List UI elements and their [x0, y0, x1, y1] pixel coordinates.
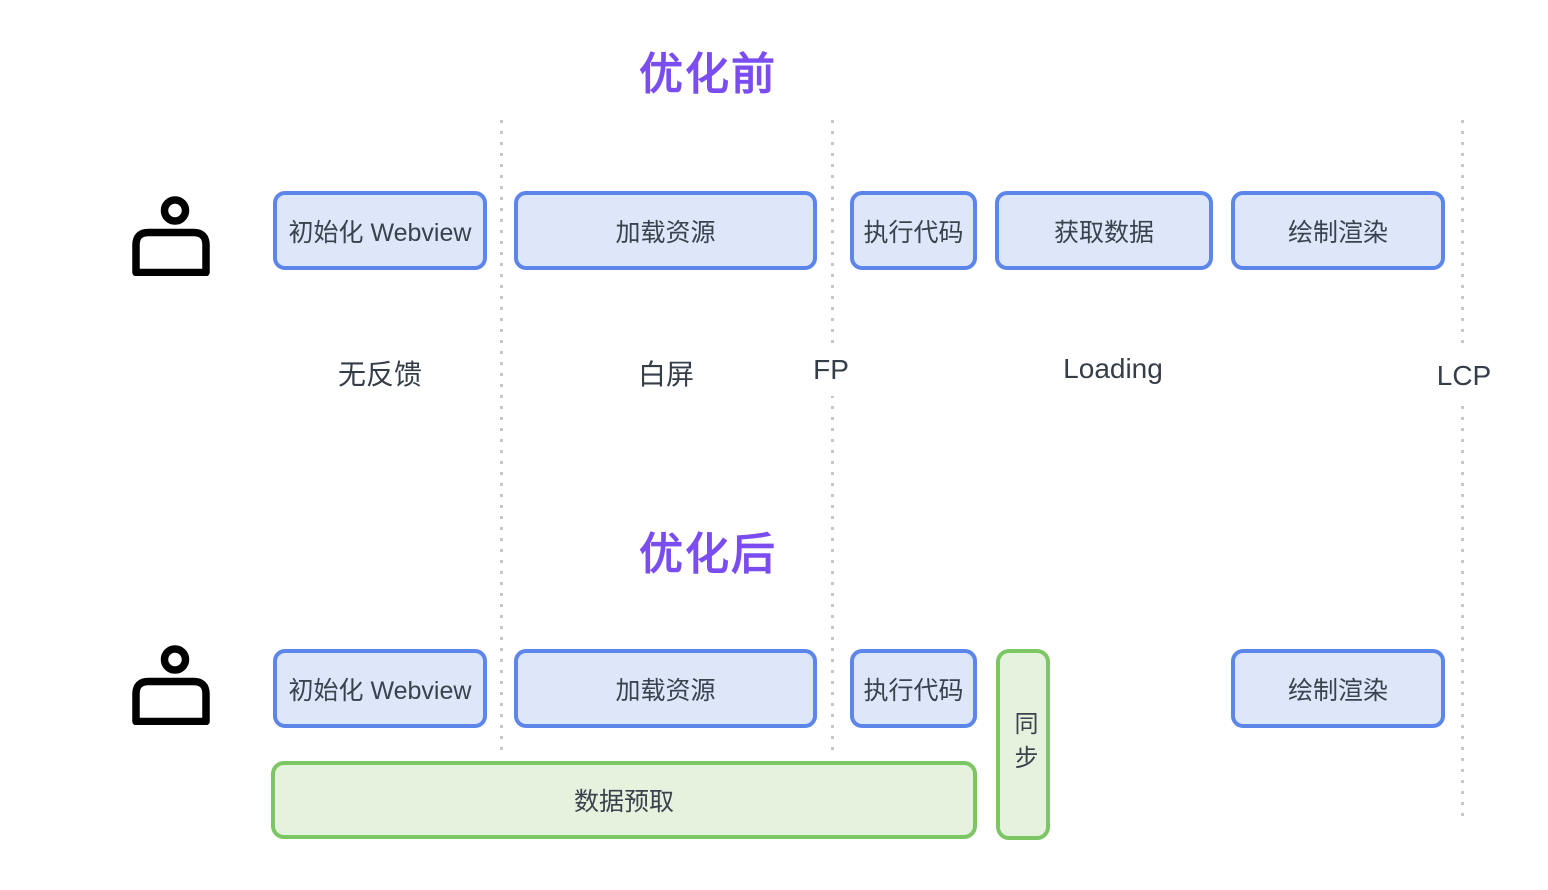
before-box-execute-code: 执行代码	[850, 191, 977, 270]
before-box-paint-render: 绘制渲染	[1231, 191, 1445, 270]
person-icon	[132, 645, 210, 725]
phase-label-no-feedback: 无反馈	[337, 359, 422, 390]
after-box-init-webview: 初始化 Webview	[273, 649, 487, 728]
before-box-fetch-data: 获取数据	[995, 191, 1213, 270]
person-icon	[132, 196, 210, 276]
dotted-line-fp	[831, 120, 834, 757]
before-title: 优化前	[639, 50, 777, 99]
after-box-paint-render: 绘制渲染	[1231, 649, 1445, 728]
phase-label-fp: FP	[797, 344, 865, 396]
dotted-line-lcp	[1461, 120, 1464, 817]
before-box-load-resources: 加载资源	[514, 191, 817, 270]
phase-label-loading: Loading	[1063, 353, 1163, 384]
phase-label-lcp: LCP	[1420, 350, 1508, 402]
after-box-sync: 同步	[996, 649, 1050, 840]
dotted-line-white-screen-start	[500, 120, 503, 757]
after-box-execute-code: 执行代码	[850, 649, 977, 728]
after-title: 优化后	[639, 530, 777, 579]
phase-label-white-screen: 白屏	[637, 359, 694, 390]
before-box-init-webview: 初始化 Webview	[273, 191, 487, 270]
after-box-load-resources: 加载资源	[514, 649, 817, 728]
after-box-data-prefetch: 数据预取	[271, 761, 977, 839]
sync-label: 同步	[1010, 710, 1037, 779]
